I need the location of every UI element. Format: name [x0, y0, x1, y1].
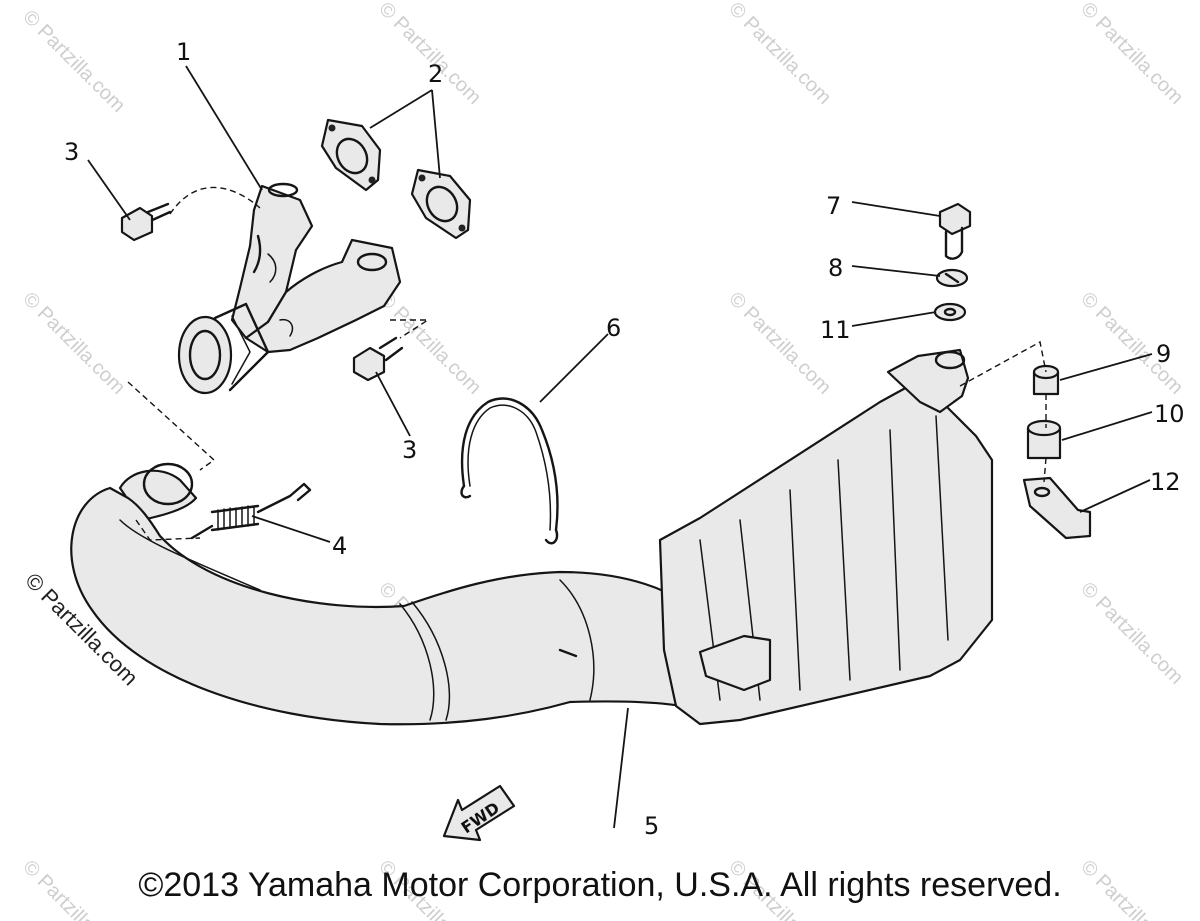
callout-4: 4 [332, 532, 347, 560]
leader-lines [87, 65, 1153, 829]
watermark-layer: © Partzilla.com © Partzilla.com © Partzi… [18, 0, 1187, 921]
watermark: © Partzilla.com [374, 288, 485, 399]
part-4-spring [190, 482, 312, 540]
part-3-bolt-upper [120, 202, 172, 242]
part-1-manifold [177, 182, 402, 395]
part-5-exhaust-pipe-muffler [70, 348, 994, 726]
callout-6: 6 [606, 314, 621, 342]
callout-8: 8 [828, 254, 843, 282]
part-8-lock-washer [935, 268, 969, 288]
callout-3-upper: 3 [64, 138, 79, 166]
part-12-bracket [1022, 476, 1092, 540]
callout-5: 5 [644, 812, 659, 840]
part-10-damper [1026, 419, 1062, 460]
watermark: © Partzilla.com [18, 6, 129, 117]
watermark: © Partzilla.com [1076, 578, 1187, 689]
callout-labels: 1 2 3 3 4 5 6 7 8 11 9 10 12 [64, 38, 1185, 840]
part-7-bolt [938, 202, 972, 260]
watermark: © Partzilla.com [724, 0, 835, 109]
part-9-collar [1032, 364, 1060, 396]
callout-7: 7 [826, 192, 841, 220]
part-3-bolt-lower [352, 336, 404, 382]
forward-direction-arrow: FWD [442, 784, 516, 842]
callout-9: 9 [1156, 340, 1171, 368]
watermark: © Partzilla.com [1076, 0, 1187, 109]
part-11-washer [933, 302, 967, 322]
callout-12: 12 [1150, 468, 1181, 496]
callout-1: 1 [176, 38, 191, 66]
callout-3-lower: 3 [402, 436, 417, 464]
part-2-gasket-lower [410, 168, 472, 240]
part-6-hook-wire [460, 397, 559, 545]
callout-11: 11 [820, 316, 851, 344]
watermark: © Partzilla.com [18, 288, 129, 399]
callout-10: 10 [1154, 400, 1185, 428]
copyright-notice: ©2013 Yamaha Motor Corporation, U.S.A. A… [138, 866, 1062, 904]
watermark: © Partzilla.com [724, 288, 835, 399]
callout-2: 2 [428, 60, 443, 88]
watermark: © Partzilla.com [374, 0, 485, 109]
part-2-gasket-upper [320, 118, 382, 192]
